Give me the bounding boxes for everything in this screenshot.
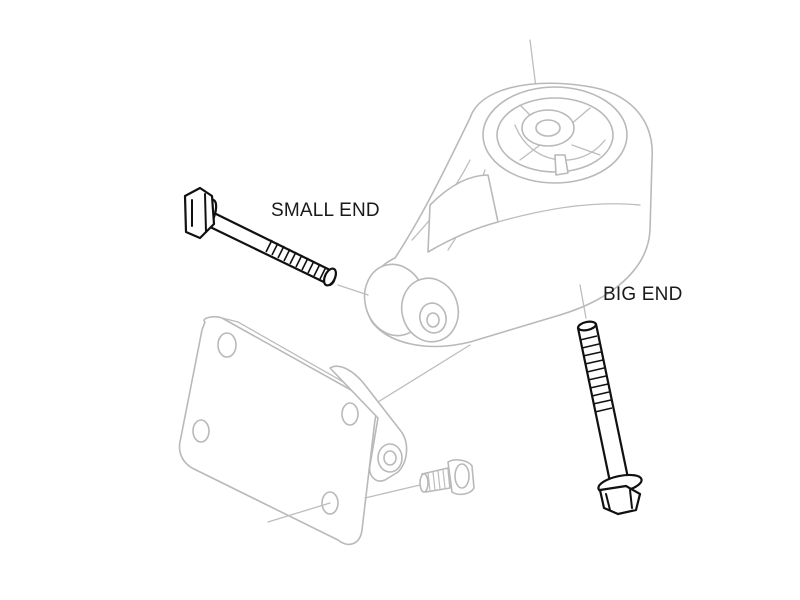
mount-body — [337, 39, 653, 348]
big-end-label: BIG END — [603, 284, 683, 305]
small-end-label: SMALL END — [271, 200, 380, 221]
big-end-bolt — [576, 284, 643, 516]
small-end-bolt — [183, 186, 338, 287]
bracket-bolt — [419, 459, 475, 496]
mount-bracket — [178, 315, 471, 546]
